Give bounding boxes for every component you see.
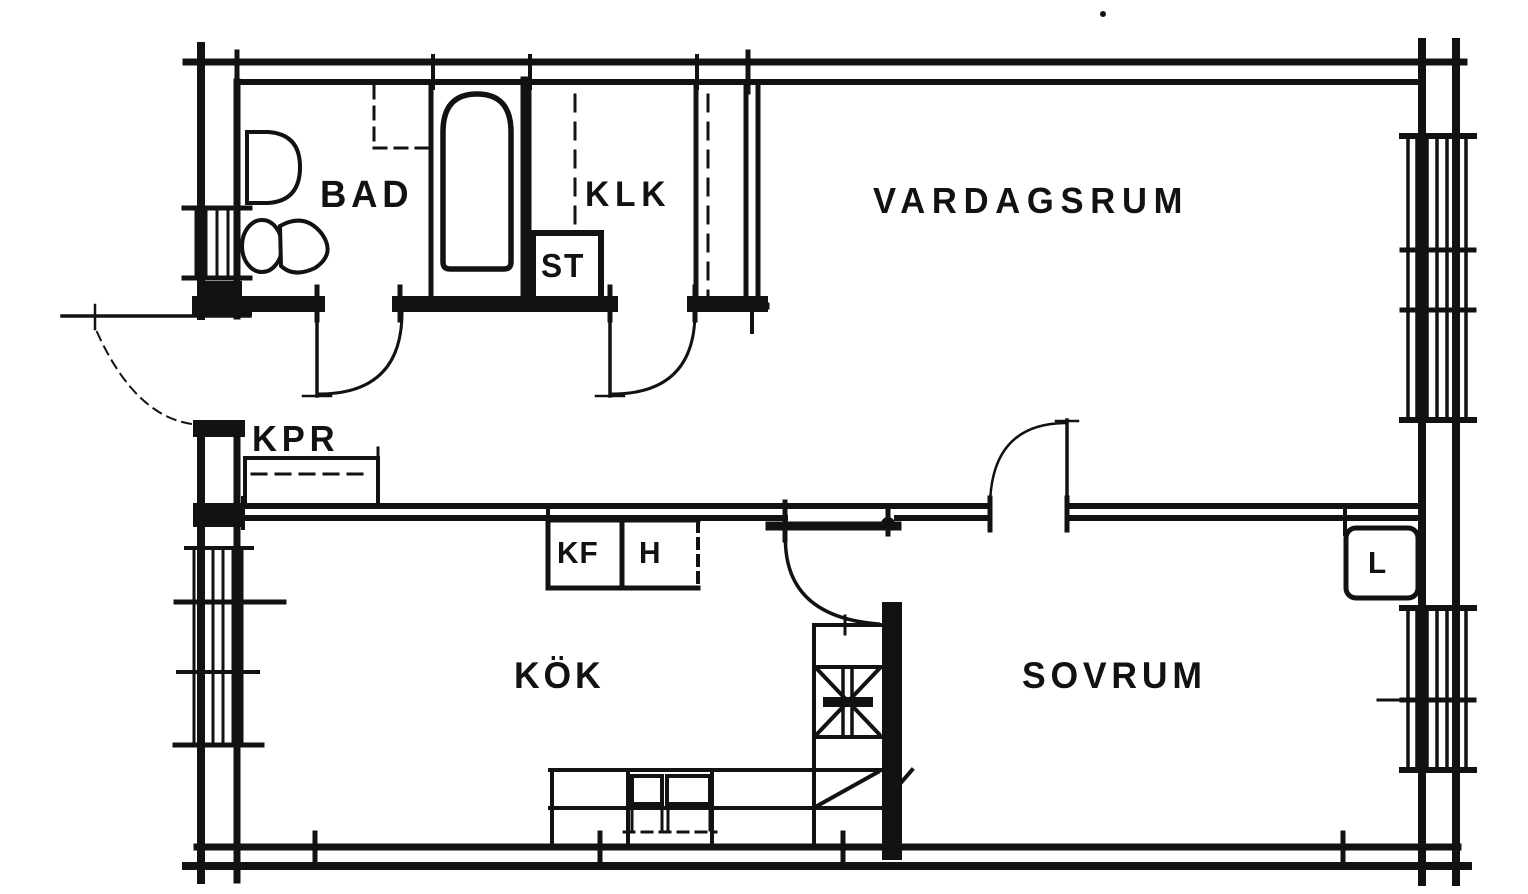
vardagsrum-door [988,418,1080,514]
room-label-vardagsrum: VARDAGSRUM [873,180,1190,221]
room-label-h: H [639,535,661,570]
kitchen-counter [548,614,915,847]
h-cabinet [619,517,701,591]
room-label-sovrum: SOVRUM [1022,655,1207,696]
bathroom-fixtures [240,84,514,275]
washbasin [245,130,303,205]
bathtub [440,91,514,272]
entry-door [60,303,252,426]
room-label-kf: KF [557,535,599,570]
room-label-klk: KLK [585,175,672,214]
kok-window [172,546,287,748]
washer-reserve-dashed [372,84,430,150]
room-label-kpr: KPR [252,418,340,459]
bad-vent-shaft [181,205,253,281]
wall-junction-blocks [192,11,1106,531]
closet-partition [743,79,761,311]
doors [60,302,1080,626]
room-label-kok: KÖK [514,655,605,696]
stray-ink-dot [1100,11,1106,17]
room-label-st: ST [541,247,586,284]
kpr-wardrobe [243,456,380,508]
klk-door [594,302,697,398]
st-cleaning-closet [530,230,604,306]
toilet-bowl [277,218,330,275]
l-linen-closet [1343,525,1421,601]
room-label-bad: BAD [320,174,414,216]
room-label-l: L [1368,545,1387,580]
kok-door [783,524,880,626]
kf-fridge-freezer [545,517,625,591]
toilet-tank [240,218,284,274]
bad-door [301,302,404,398]
kitchen-sink-basin [630,774,664,806]
kitchen-sink-basin [665,774,712,806]
vardagsrum-window [1399,133,1477,423]
stove-symbol [814,666,882,737]
closets [243,93,1421,601]
sovrum-window [1399,605,1477,773]
